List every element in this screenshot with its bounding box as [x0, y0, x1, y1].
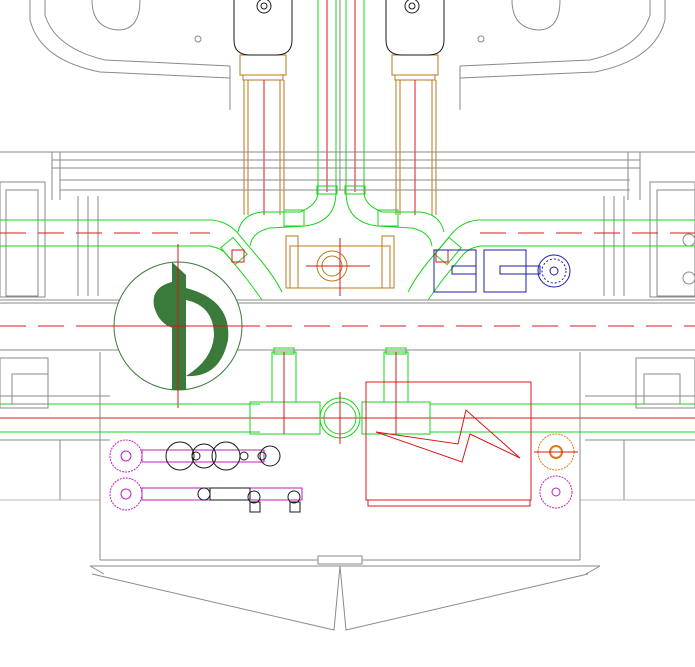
left-connectors	[109, 439, 303, 513]
top-left-shell	[29, 0, 231, 110]
electrical-box	[365, 381, 532, 507]
manifold-elbows	[200, 191, 490, 301]
right-connectors	[534, 433, 578, 509]
right-hose-fitting	[385, 0, 445, 215]
lower-frame	[0, 352, 695, 631]
top-right-shell	[459, 0, 666, 110]
main-beam	[0, 299, 695, 351]
blue-sensor	[433, 249, 571, 293]
left-hose-fitting	[233, 0, 293, 215]
logo-emblem	[96, 244, 260, 408]
lower-manifold	[249, 347, 431, 444]
lower-rails	[0, 395, 695, 441]
central-valve-block	[285, 235, 395, 296]
upper-rails	[0, 219, 695, 247]
central-riser	[316, 0, 366, 195]
frame-outline	[0, 151, 695, 298]
